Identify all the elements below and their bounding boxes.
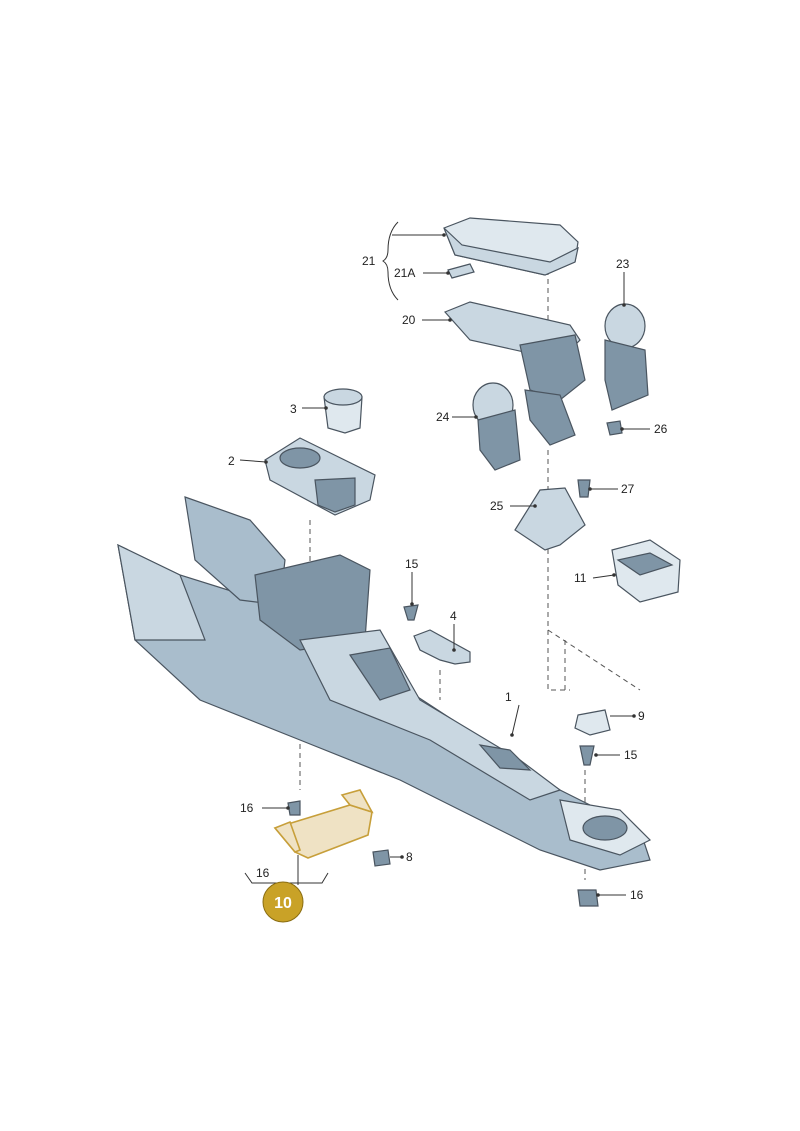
cap-part-9[interactable] — [574, 709, 611, 736]
support-bracket-part-25[interactable] — [514, 487, 586, 551]
screw-part-15-upper[interactable] — [403, 604, 419, 621]
clip-part-16-left[interactable] — [287, 800, 301, 816]
leader-dots — [264, 233, 636, 897]
callout-badge-10[interactable]: 10 — [262, 881, 304, 923]
label-11: 11 — [574, 571, 587, 585]
clip-part-16-bottom[interactable] — [577, 889, 599, 907]
label-16-bottom: 16 — [630, 888, 644, 902]
label-16-left: 16 — [240, 801, 254, 815]
label-21a: 21A — [394, 266, 415, 280]
label-20: 20 — [402, 313, 416, 327]
screw-part-15-lower[interactable] — [579, 745, 595, 766]
label-15-upper: 15 — [405, 557, 419, 571]
hinge-bracket-part-24[interactable] — [472, 382, 521, 471]
label-15-lower: 15 — [624, 748, 638, 762]
leader-lines — [239, 221, 650, 896]
clip-part-21a[interactable] — [447, 263, 475, 279]
screw-part-27[interactable] — [577, 479, 591, 498]
label-23: 23 — [616, 257, 630, 271]
callout-badge-circle — [262, 881, 304, 923]
label-9: 9 — [638, 709, 645, 723]
nut-part-26[interactable] — [606, 420, 623, 436]
nut-part-8[interactable] — [372, 849, 391, 867]
label-4: 4 — [450, 609, 457, 623]
storage-box-part-11[interactable] — [611, 539, 681, 603]
label-21: 21 — [362, 254, 376, 268]
label-3: 3 — [290, 402, 297, 416]
label-16-part10: 16 — [256, 866, 270, 880]
label-1: 1 — [505, 690, 512, 704]
label-27: 27 — [621, 482, 635, 496]
cup-insert-part-3[interactable] — [323, 388, 363, 434]
label-24: 24 — [436, 410, 450, 424]
floor-tray-part-10[interactable] — [273, 789, 374, 859]
bracket-part-23[interactable] — [604, 303, 649, 411]
label-8: 8 — [406, 850, 413, 864]
cup-holder-tray-part-2[interactable] — [264, 437, 376, 516]
label-26: 26 — [654, 422, 668, 436]
armrest-lid-part-21[interactable] — [443, 217, 579, 276]
label-2: 2 — [228, 454, 235, 468]
center-console-part-1[interactable] — [117, 496, 652, 871]
callout-badge-label: 10 — [274, 895, 292, 912]
part-labels: 1 2 3 4 8 9 11 15 15 16 16 16 20 21 21A … — [228, 254, 668, 902]
trim-strip-part-4[interactable] — [413, 629, 471, 665]
armrest-base-part-20[interactable] — [443, 301, 586, 446]
label-25: 25 — [490, 499, 504, 513]
fasteners — [287, 420, 623, 907]
